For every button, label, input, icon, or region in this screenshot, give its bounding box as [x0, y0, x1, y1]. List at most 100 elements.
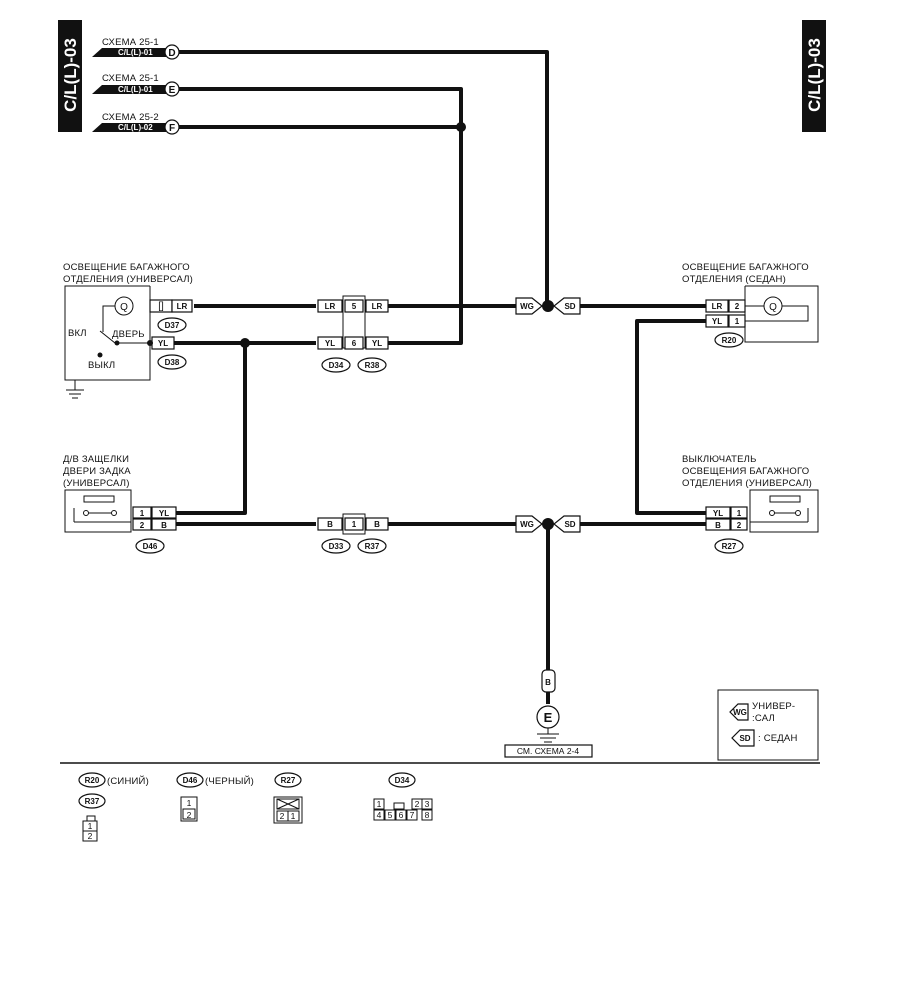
connector-label-d37: D37: [157, 317, 187, 333]
ground-e: B E СМ. СХЕМА 2-4: [504, 669, 593, 758]
svg-text:6: 6: [352, 339, 357, 348]
svg-text:5: 5: [388, 810, 393, 820]
legend: WG УНИВЕР- :САЛ SD : СЕДАН: [717, 689, 819, 761]
svg-text:YL: YL: [325, 339, 335, 348]
svg-text:СХЕМА 25-2: СХЕМА 25-2: [102, 112, 159, 123]
svg-text:LR: LR: [177, 302, 188, 311]
connector-view-d46: D46 (ЧЕРНЫЙ) 1 2: [176, 772, 254, 822]
svg-text:D46: D46: [183, 776, 198, 785]
svg-text:ОТДЕЛЕНИЯ (СЕДАН): ОТДЕЛЕНИЯ (СЕДАН): [682, 274, 786, 285]
svg-text:СМ. СХЕМА 2-4: СМ. СХЕМА 2-4: [517, 746, 580, 756]
svg-text:YL: YL: [372, 339, 382, 348]
svg-text:B: B: [545, 678, 551, 687]
svg-text:WG: WG: [733, 708, 747, 717]
connector-view-r20-r37: R20 (СИНИЙ) R37 1 2: [78, 772, 149, 842]
svg-text:(ЧЕРНЫЙ): (ЧЕРНЫЙ): [205, 775, 254, 787]
svg-text:YL: YL: [713, 509, 723, 518]
svg-text:ОСВЕЩЕНИЕ БАГАЖНОГО: ОСВЕЩЕНИЕ БАГАЖНОГО: [63, 262, 190, 273]
svg-text:2: 2: [140, 521, 145, 530]
svg-text:УНИВЕР-: УНИВЕР-: [752, 701, 795, 712]
svg-text:D38: D38: [165, 358, 180, 367]
variant-arrows-upper: WG SD: [515, 297, 581, 315]
svg-text:5: 5: [352, 302, 357, 311]
svg-text:C/L(L)-03: C/L(L)-03: [805, 38, 824, 112]
svg-text:2: 2: [735, 302, 740, 311]
svg-text:D37: D37: [165, 321, 180, 330]
svg-text:(СИНИЙ): (СИНИЙ): [107, 775, 149, 787]
svg-text:C/L(L)-01: C/L(L)-01: [118, 85, 153, 94]
svg-text:2: 2: [280, 811, 285, 821]
connector-label-d38: D38: [157, 354, 187, 370]
svg-text:2: 2: [737, 521, 742, 530]
svg-text:LR: LR: [712, 302, 723, 311]
lamp-sedan: ОСВЕЩЕНИЕ БАГАЖНОГО ОТДЕЛЕНИЯ (СЕДАН) LR…: [682, 262, 819, 348]
svg-text:D46: D46: [143, 542, 158, 551]
svg-text:2: 2: [415, 799, 420, 809]
wires: [168, 50, 706, 670]
svg-text:WG: WG: [520, 520, 534, 529]
svg-text:E: E: [544, 710, 553, 725]
svg-text:1: 1: [377, 799, 382, 809]
svg-text:1: 1: [735, 317, 740, 326]
svg-text:ОСВЕЩЕНИЕ БАГАЖНОГО: ОСВЕЩЕНИЕ БАГАЖНОГО: [682, 262, 809, 273]
variant-arrows-lower: WG SD: [515, 515, 581, 533]
junctions: [240, 122, 554, 530]
svg-text:C/L(L)-03: C/L(L)-03: [61, 38, 80, 112]
svg-text:R27: R27: [281, 776, 296, 785]
svg-text:1: 1: [352, 520, 357, 529]
svg-text:Q: Q: [769, 302, 777, 313]
connector-view-r27: R27 2 1: [273, 772, 303, 824]
svg-text:ВЫКЛЮЧАТЕЛЬ: ВЫКЛЮЧАТЕЛЬ: [682, 454, 757, 465]
svg-text:ОСВЕЩЕНИЯ БАГАЖНОГО: ОСВЕЩЕНИЯ БАГАЖНОГО: [682, 466, 809, 477]
connector-view-d34: D34 1 2 3 4 5 6 7 8: [373, 772, 433, 821]
ref-f: СХЕМА 25-2 C/L(L)-02 F: [92, 112, 180, 135]
svg-text:YL: YL: [712, 317, 722, 326]
svg-text:ВЫКЛ: ВЫКЛ: [88, 360, 115, 371]
svg-text:SD: SD: [739, 734, 750, 743]
svg-text:1: 1: [88, 821, 93, 831]
lamp-switch: ВЫКЛЮЧАТЕЛЬ ОСВЕЩЕНИЯ БАГАЖНОГО ОТДЕЛЕНИ…: [682, 454, 819, 554]
svg-text:SD: SD: [564, 520, 575, 529]
svg-text:2: 2: [88, 831, 93, 841]
svg-text:1: 1: [140, 509, 145, 518]
sheet-tab-left: C/L(L)-03: [58, 20, 82, 132]
svg-text:СХЕМА 25-1: СХЕМА 25-1: [102, 73, 159, 84]
inline-connector-d33-r37: B 1 B D33 R37: [317, 513, 389, 554]
svg-text:Д/В ЗАЩЕЛКИ: Д/В ЗАЩЕЛКИ: [63, 454, 129, 465]
svg-text:B: B: [327, 520, 333, 529]
svg-text:D: D: [168, 48, 175, 59]
svg-text:6: 6: [399, 810, 404, 820]
svg-text:F: F: [169, 123, 175, 134]
svg-text:ВКЛ: ВКЛ: [68, 328, 87, 339]
svg-text:СХЕМА 25-1: СХЕМА 25-1: [102, 37, 159, 48]
svg-text:WG: WG: [520, 302, 534, 311]
svg-text:4: 4: [377, 810, 382, 820]
svg-text:B: B: [374, 520, 380, 529]
svg-text:1: 1: [291, 811, 296, 821]
svg-text:SD: SD: [564, 302, 575, 311]
svg-text:: СЕДАН: : СЕДАН: [758, 733, 798, 744]
svg-text:[]: []: [158, 301, 164, 312]
svg-text:C/L(L)-02: C/L(L)-02: [118, 123, 153, 132]
svg-text:1: 1: [187, 798, 192, 808]
inline-connector-d34-r38: LR 5 LR YL 6 YL D34 R38: [317, 295, 389, 373]
lamp-wagon: ОСВЕЩЕНИЕ БАГАЖНОГО ОТДЕЛЕНИЯ (УНИВЕРСАЛ…: [63, 262, 193, 399]
ref-e: СХЕМА 25-1 C/L(L)-01 E: [92, 73, 180, 97]
svg-text:ОТДЕЛЕНИЯ (УНИВЕРСАЛ): ОТДЕЛЕНИЯ (УНИВЕРСАЛ): [63, 274, 193, 285]
svg-text:1: 1: [737, 509, 742, 518]
svg-text:2: 2: [187, 810, 192, 820]
svg-text:(УНИВЕРСАЛ): (УНИВЕРСАЛ): [63, 478, 130, 489]
svg-text:D34: D34: [395, 776, 410, 785]
sheet-tab-right: C/L(L)-03: [802, 20, 826, 132]
svg-text:C/L(L)-01: C/L(L)-01: [118, 48, 153, 57]
svg-text:R20: R20: [722, 336, 737, 345]
svg-text:LR: LR: [372, 302, 383, 311]
ref-d: СХЕМА 25-1 C/L(L)-01 D: [92, 37, 180, 60]
svg-text:ДВЕРЬ: ДВЕРЬ: [112, 329, 145, 340]
svg-text:E: E: [169, 85, 176, 96]
svg-text:B: B: [161, 521, 167, 530]
svg-text:YL: YL: [158, 339, 168, 348]
svg-text:8: 8: [425, 810, 430, 820]
svg-text:R37: R37: [85, 797, 100, 806]
